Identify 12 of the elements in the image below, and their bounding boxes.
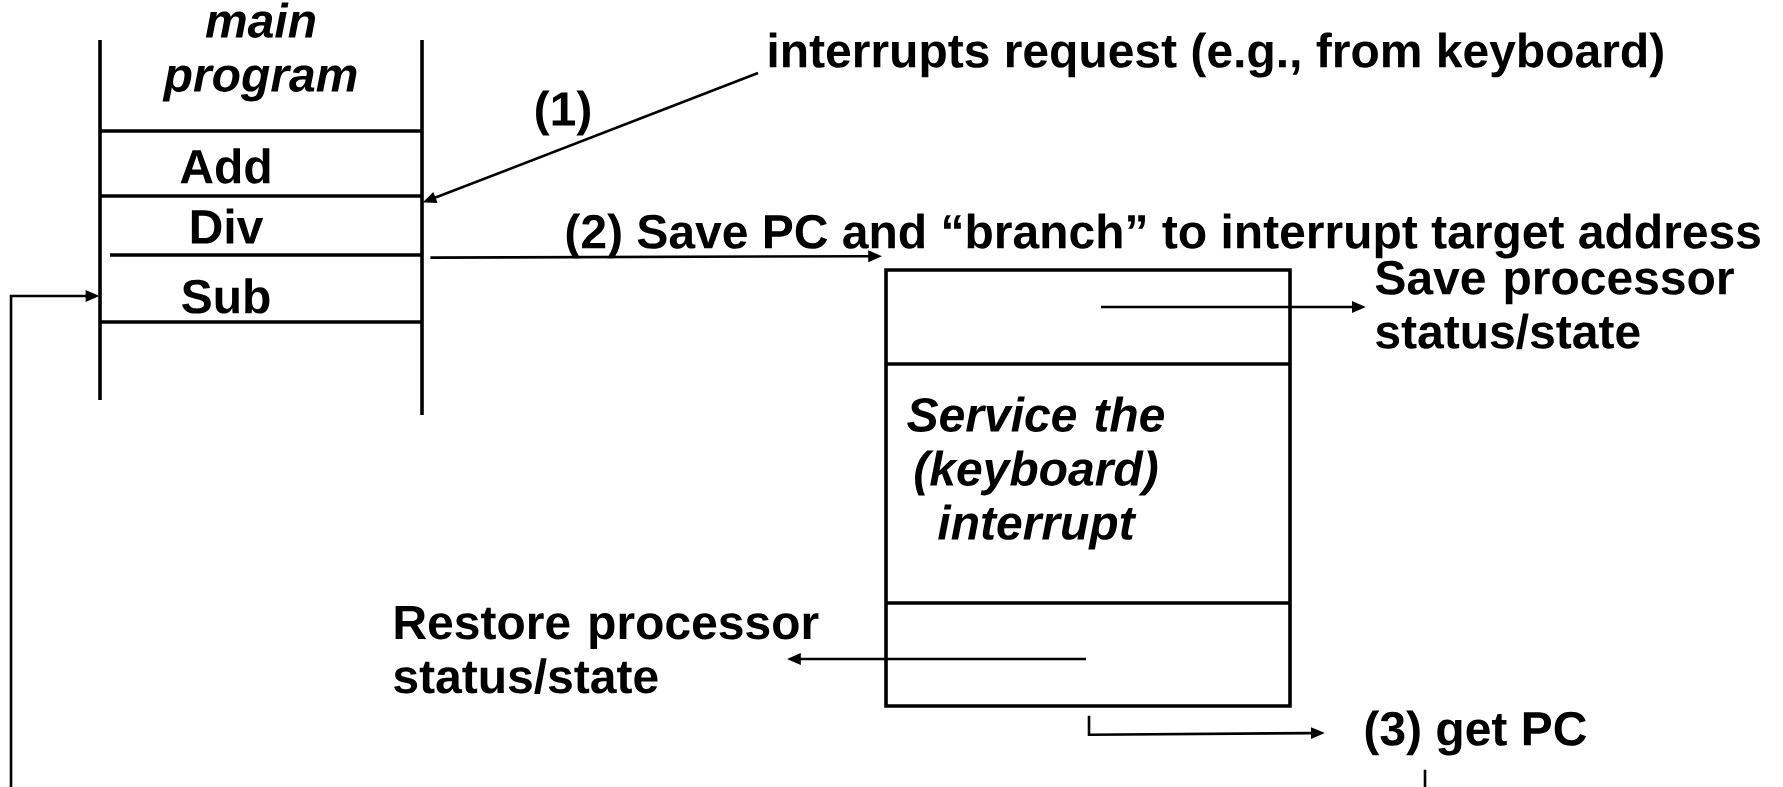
instruction-label: Add xyxy=(180,148,270,184)
arrow xyxy=(9,290,1427,787)
edge-label: (2) Save PC and “branch” to interrupt target address xyxy=(566,213,1760,259)
step-label: Save processor status/state xyxy=(1375,260,1734,350)
instruction-label: Sub xyxy=(182,278,270,314)
request-label: interrupts request (e.g., from keyboard) xyxy=(769,32,1663,78)
routine-box xyxy=(884,268,1292,708)
step-label: Restore processor status/state xyxy=(394,606,819,694)
routine-label: Service the (keyboard) interrupt xyxy=(907,396,1165,550)
edge-label: (1) xyxy=(536,90,590,136)
step-label: (3) get PC xyxy=(1365,710,1587,756)
instruction-label: Div xyxy=(191,208,264,244)
